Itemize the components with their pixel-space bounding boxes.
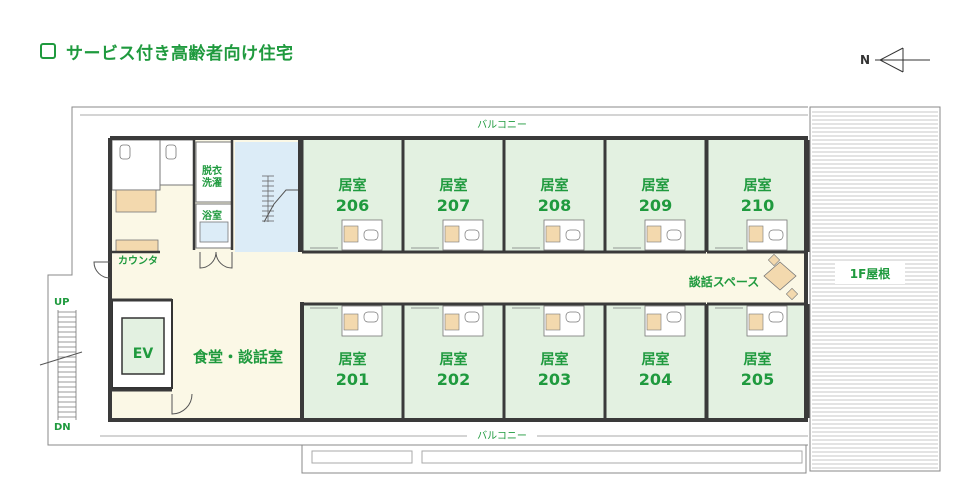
room-bathroom — [341, 305, 383, 337]
walls — [108, 136, 808, 422]
room-203: 居室 203 — [502, 302, 607, 418]
dn-label: DN — [54, 422, 71, 433]
room-207: 居室 207 — [401, 140, 506, 254]
room-201: 居室 201 — [300, 302, 405, 418]
title-bar: サービス付き高齢者向け住宅 — [40, 40, 294, 64]
balcony-outline: バルコニー バルコニー — [47, 106, 808, 474]
sink-icon — [343, 225, 359, 243]
room-number: 207 — [437, 196, 470, 215]
room-202: 居室 202 — [401, 302, 506, 418]
room-bathroom — [543, 219, 585, 251]
room-label: 居室 — [642, 351, 670, 368]
room-204: 居室 204 — [603, 302, 708, 418]
room-bathroom — [644, 305, 686, 337]
north-arrow-icon: N — [860, 47, 930, 73]
toilet-icon — [119, 144, 131, 160]
room-label: 居室 — [744, 177, 772, 194]
sink-icon — [545, 313, 561, 331]
room-label: 居室 — [642, 177, 670, 194]
balcony-bottom-label: バルコニー — [477, 430, 527, 442]
room-bathroom — [644, 219, 686, 251]
toilet-icon — [464, 229, 480, 241]
sink-icon — [444, 313, 460, 331]
sink-icon — [646, 225, 662, 243]
room-209: 居室 209 — [603, 140, 708, 254]
room-206: 居室 206 — [300, 140, 405, 254]
sink-icon — [748, 313, 764, 331]
bathtub-icon — [199, 221, 229, 243]
room-205: 居室 205 — [705, 302, 810, 418]
stairwell — [235, 142, 300, 252]
room-bathroom — [442, 305, 484, 337]
compass-label: N — [860, 53, 870, 67]
room-number: 206 — [336, 196, 369, 215]
room-label: 居室 — [541, 177, 569, 194]
service-area: 脱衣 洗濯 浴室 カウンタ — [111, 139, 233, 267]
doors — [93, 251, 233, 415]
sink-icon — [343, 313, 359, 331]
balcony-top-label: バルコニー — [477, 119, 527, 131]
bath-label: 浴室 — [202, 209, 222, 222]
building-floor: 居室 206 居室 207 居室 208 居室 209 居室 210 居室 201 居室 202 居室 20… — [110, 140, 810, 420]
checkbox-square-icon — [40, 43, 56, 59]
toilet-icon — [363, 229, 379, 241]
room-number: 204 — [639, 370, 672, 389]
room-label: 居室 — [440, 177, 468, 194]
room-number: 201 — [336, 370, 369, 389]
counter-label: カウンタ — [118, 255, 158, 267]
room-number: 210 — [741, 196, 774, 215]
room-label: 居室 — [744, 351, 772, 368]
toilet-icon — [666, 229, 682, 241]
toilet-icon — [363, 311, 379, 323]
room-number: 202 — [437, 370, 470, 389]
dressing-label-1: 脱衣 — [202, 164, 222, 177]
room-210: 居室 210 — [705, 140, 810, 254]
room-208: 居室 208 — [502, 140, 607, 254]
toilet-icon — [565, 311, 581, 323]
roof-label: 1F屋根 — [850, 266, 891, 281]
room-number: 208 — [538, 196, 571, 215]
sink-icon — [545, 225, 561, 243]
dining-label: 食堂・談話室 — [193, 348, 283, 366]
room-label: 居室 — [339, 351, 367, 368]
toilet-icon — [464, 311, 480, 323]
elevator: EV — [111, 299, 173, 389]
room-number: 203 — [538, 370, 571, 389]
room-number: 209 — [639, 196, 672, 215]
room-bathroom — [746, 219, 788, 251]
room-bathroom — [442, 219, 484, 251]
sink-icon — [748, 225, 764, 243]
room-label: 居室 — [541, 351, 569, 368]
dressing-label-2: 洗濯 — [202, 176, 222, 189]
room-label: 居室 — [339, 177, 367, 194]
toilet-icon — [768, 311, 784, 323]
toilet-icon — [666, 311, 682, 323]
sink-icon — [646, 313, 662, 331]
page-title: サービス付き高齢者向け住宅 — [66, 43, 294, 64]
room-number: 205 — [741, 370, 774, 389]
room-bathroom — [341, 219, 383, 251]
room-label: 居室 — [440, 351, 468, 368]
first-floor-roof: 1F屋根 — [809, 106, 941, 472]
lounge-table-icon — [763, 253, 799, 301]
toilet-icon — [165, 144, 177, 160]
room-bathroom — [746, 305, 788, 337]
external-stair: UP DN — [39, 297, 83, 433]
room-bathroom — [543, 305, 585, 337]
ev-label: EV — [133, 346, 154, 362]
washstand-icon — [115, 189, 157, 213]
stair-treads — [262, 175, 298, 223]
talk-space-label: 談話スペース — [689, 274, 760, 289]
sink-icon — [444, 225, 460, 243]
up-label: UP — [54, 297, 69, 308]
toilet-icon — [565, 229, 581, 241]
toilet-icon — [768, 229, 784, 241]
counter-desk — [115, 239, 159, 253]
